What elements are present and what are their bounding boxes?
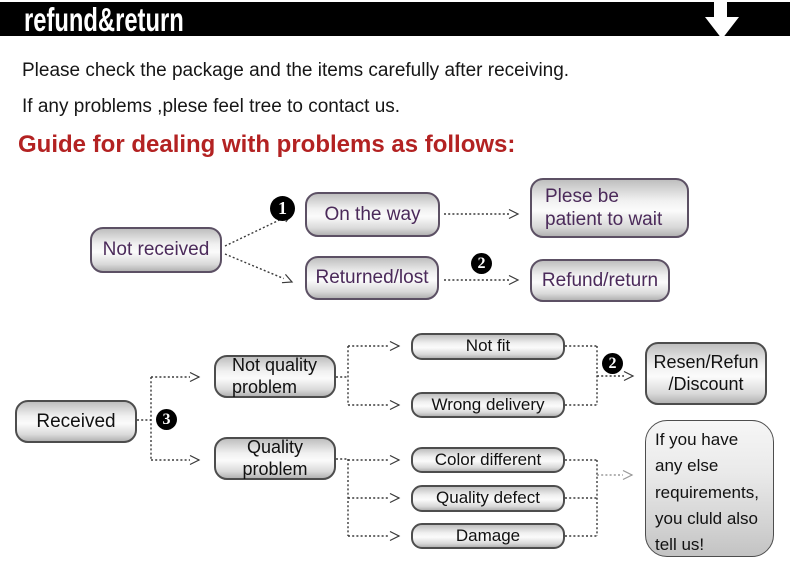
step-badge-2: 2 — [471, 253, 492, 274]
node-any-else-requirements: If you have any else requirements, you c… — [645, 420, 774, 557]
node-resen-refun-discount: Resen/Refun /Discount — [645, 342, 767, 405]
down-arrow-icon — [705, 2, 739, 39]
step-badge-3: 3 — [156, 409, 177, 430]
banner: refund&return — [0, 1, 790, 39]
step-badge-1: 1 — [270, 196, 295, 221]
intro-line-2: If any problems ,plese feel tree to cont… — [22, 96, 401, 117]
node-quality-defect: Quality defect — [411, 485, 565, 512]
node-not-fit: Not fit — [411, 333, 565, 360]
node-returned-lost: Returned/lost — [305, 256, 439, 300]
node-quality-problem: Quality problem — [214, 437, 336, 480]
banner-title: refund&return — [24, 1, 184, 38]
node-not-quality-problem: Not quality problem — [214, 355, 336, 398]
node-wrong-delivery: Wrong delivery — [411, 392, 565, 418]
node-plese-be-patient: Plese be patient to wait — [530, 178, 689, 238]
intro-line-1: Please check the package and the items c… — [22, 60, 570, 81]
guide-heading: Guide for dealing with problems as follo… — [18, 131, 516, 158]
node-received: Received — [15, 400, 137, 443]
step-badge-2b: 2 — [602, 353, 623, 374]
node-not-received: Not received — [90, 227, 222, 273]
node-on-the-way: On the way — [305, 192, 440, 237]
node-color-different: Color different — [411, 447, 565, 473]
node-damage: Damage — [411, 523, 565, 549]
node-refund-return: Refund/return — [530, 259, 670, 302]
